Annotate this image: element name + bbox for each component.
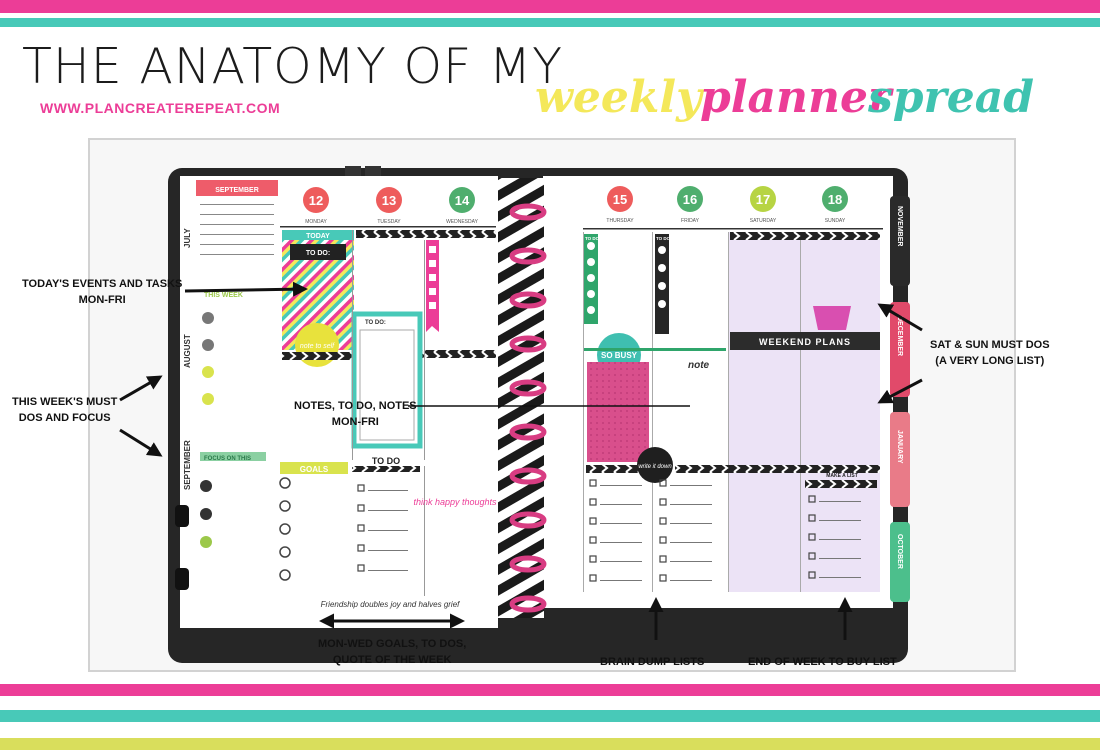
day-name-sunday: SUNDAY xyxy=(825,218,846,224)
website-url: WWW.PLANCREATEREPEAT.COM xyxy=(40,100,281,116)
bottom-lime-stripe xyxy=(0,738,1100,750)
tab-november xyxy=(890,196,910,286)
day-number-16: 16 xyxy=(683,192,697,207)
calendar-month: SEPTEMBER xyxy=(215,187,259,194)
tab-january xyxy=(890,412,910,507)
todo-small-friday: TO DO xyxy=(656,236,671,241)
weekend-plans-bar xyxy=(730,332,880,350)
script-word-planner: planner xyxy=(700,72,892,123)
day-name-friday: FRIDAY xyxy=(681,218,700,224)
tab-january-label: JANUARY xyxy=(896,430,903,464)
so-busy-text: SO BUSY xyxy=(601,351,638,360)
tab-october-label: OCTOBER xyxy=(896,534,903,569)
basket-icon xyxy=(813,306,851,330)
spine xyxy=(498,178,544,618)
write-it-down-text: write it down xyxy=(638,464,672,470)
day-number-17: 17 xyxy=(756,192,770,207)
note-label: note xyxy=(688,360,710,371)
annotation-this-weeks-must: THIS WEEK'S MUST DOS AND FOCUS xyxy=(12,396,118,424)
annotation-todays-events: TODAY'S EVENTS AND TASKS MON-FRI xyxy=(22,278,183,306)
this-week-label: THIS WEEK xyxy=(204,292,243,299)
day-number-14: 14 xyxy=(455,193,470,208)
today-label: TODAY xyxy=(306,233,330,240)
arrow-icon xyxy=(119,281,923,640)
tab-october xyxy=(890,522,910,602)
bottom-pink-stripe xyxy=(0,684,1100,696)
tab-december xyxy=(890,302,910,397)
script-word-spread: spread xyxy=(868,72,1034,123)
side-tab-august: AUGUST xyxy=(183,334,192,368)
todo-small-thursday: TO DO xyxy=(585,236,600,241)
make-a-list-text: MAKE A LIST xyxy=(826,473,858,479)
weekend-plans-text: WEEKEND PLANS xyxy=(759,337,851,347)
tab-november-label: NOVEMBER xyxy=(896,206,903,246)
annotation-brain-dump: BRAIN DUMP LISTS xyxy=(600,656,705,668)
tab-december-label: DECEMBER xyxy=(896,316,903,356)
annotation-notes-todo: NOTES, TO DO, NOTES MON-FRI xyxy=(294,400,417,428)
day-name-tuesday: TUESDAY xyxy=(377,219,401,225)
annotation-sat-sun: SAT & SUN MUST DOS (A VERY LONG LIST) xyxy=(930,339,1050,367)
annotation-mon-wed-goals: MON-WED GOALS, TO DOS, QUOTE OF THE WEEK xyxy=(318,638,467,666)
todo-label-frame: TO DO: xyxy=(365,320,386,326)
note-to-self-text: note to self xyxy=(300,343,335,350)
side-tab-september: SEPTEMBER xyxy=(183,440,192,490)
bottom-teal-stripe xyxy=(0,710,1100,722)
day-name-thursday: THURSDAY xyxy=(606,218,634,224)
side-tab-july: JULY xyxy=(183,228,192,248)
pink-notes-box xyxy=(587,362,649,462)
day-number-15: 15 xyxy=(613,192,627,207)
todo-header-left: TO DO xyxy=(372,456,400,466)
footer-quote: Friendship doubles joy and halves grief xyxy=(321,600,461,609)
focus-label: FOCUS ON THIS xyxy=(204,456,251,462)
quote-sticker: think happy thoughts xyxy=(413,497,497,507)
write-it-down-sticker xyxy=(637,447,673,483)
day-name-wednesday: WEDNESDAY xyxy=(446,219,479,225)
day-name-monday: MONDAY xyxy=(305,219,327,225)
day-number-12: 12 xyxy=(309,193,323,208)
day-name-saturday: SATURDAY xyxy=(750,218,777,224)
goals-bar xyxy=(280,462,348,474)
day-number-18: 18 xyxy=(828,192,842,207)
weekend-area xyxy=(728,232,880,592)
todo-label-sticker: TO DO: xyxy=(306,250,330,257)
top-teal-stripe xyxy=(0,18,1100,27)
top-pink-stripe xyxy=(0,0,1100,13)
script-word-weekly: weekly xyxy=(535,72,702,123)
page-title: THE ANATOMY OF MY xyxy=(22,38,564,95)
coil-ring-icon xyxy=(509,203,547,613)
annotation-end-of-week: END OF WEEK TO BUY LIST xyxy=(748,656,897,668)
goals-label: GOALS xyxy=(300,465,329,474)
day-number-13: 13 xyxy=(382,193,396,208)
